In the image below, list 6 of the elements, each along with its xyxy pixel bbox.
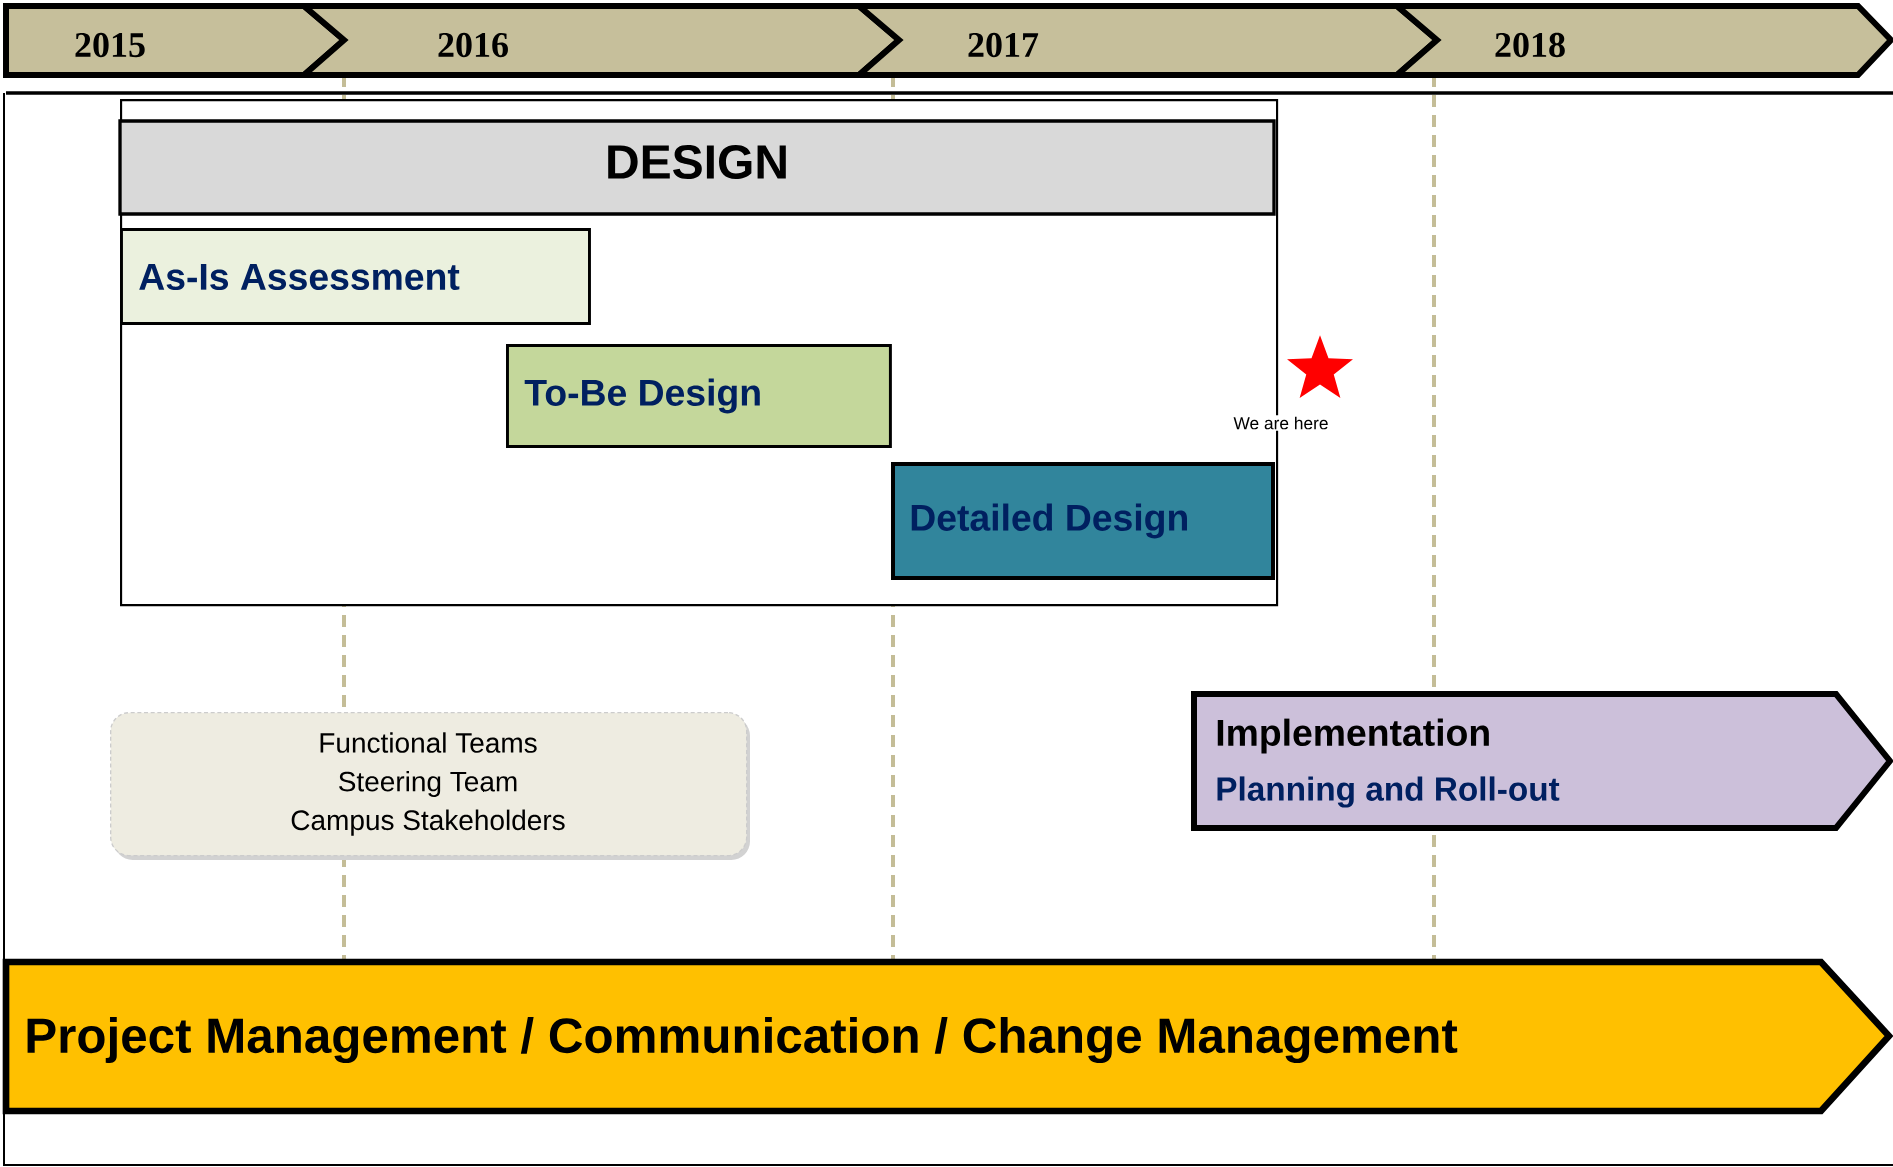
node-label: 2018 — [1495, 32, 1565, 58]
team-box: Functional Teams Steering Team Campus Stakeholders — [110, 712, 750, 860]
phase-box: To-Be Design — [506, 344, 892, 448]
phase-box: As-Is Assessment — [120, 228, 591, 325]
phase-box: Detailed Design — [891, 462, 1275, 580]
note-text: We are here — [1232, 415, 1330, 431]
